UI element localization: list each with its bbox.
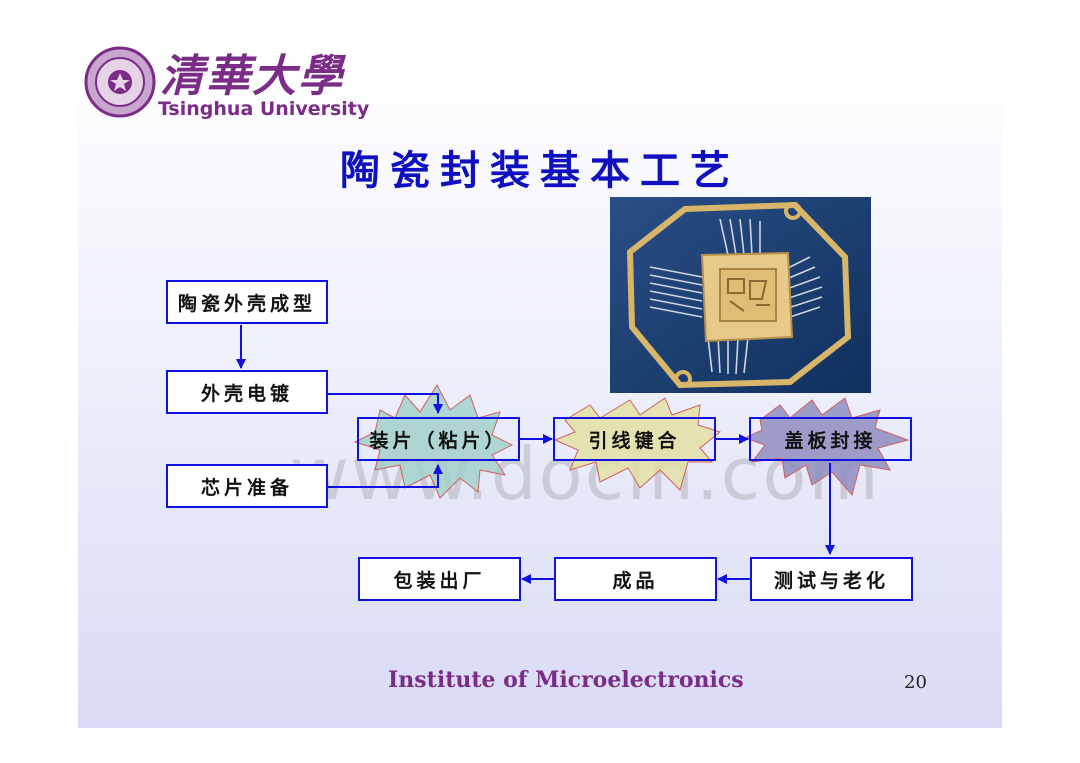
footer-institute: Institute of Microelectronics	[388, 667, 744, 693]
step-shell-forming: 陶瓷外壳成型	[166, 280, 328, 324]
step-lid-seal: 盖板封接	[749, 417, 912, 461]
step-test-aging: 测试与老化	[750, 557, 913, 601]
step-finished: 成品	[554, 557, 717, 601]
step-packing: 包装出厂	[358, 557, 521, 601]
logo-english-text: Tsinghua University	[158, 98, 370, 120]
page-number: 20	[904, 672, 927, 693]
step-die-attach: 装片（粘片）	[357, 417, 520, 461]
step-shell-plating: 外壳电镀	[166, 370, 328, 414]
step-wire-bond: 引线键合	[553, 417, 716, 461]
starburst-die-attach	[353, 383, 514, 499]
ceramic-package-photo	[610, 197, 871, 393]
logo-chinese-text: 清華大學	[160, 51, 344, 102]
starburst-wire-bond	[553, 397, 722, 491]
slide-title: 陶瓷封装基本工艺	[340, 147, 740, 194]
step-chip-prep: 芯片准备	[166, 464, 328, 508]
tsinghua-seal-icon	[84, 46, 156, 118]
